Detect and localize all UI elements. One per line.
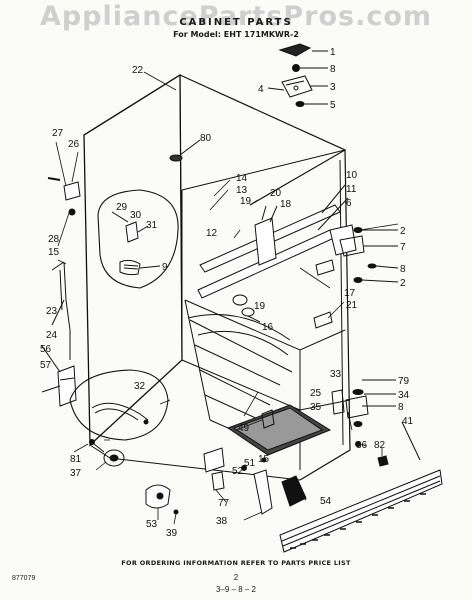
- callout-8: 8: [400, 264, 406, 275]
- watermark: AppliancePartsPros.com: [39, 1, 433, 32]
- callout-4: 4: [258, 84, 264, 95]
- callout-41: 41: [402, 416, 414, 427]
- callout-20: 20: [270, 188, 282, 199]
- callout-33: 33: [330, 369, 342, 380]
- callout-56: 56: [40, 344, 52, 355]
- callout-51: 51: [244, 458, 256, 469]
- callout-32: 32: [134, 381, 146, 392]
- model-subtitle: For Model: EHT 171MKWR-2: [173, 30, 299, 39]
- callout-10: 10: [346, 170, 358, 181]
- base-grille: [279, 469, 443, 553]
- callout-13: 13: [236, 185, 248, 196]
- callout-3: 3: [330, 82, 336, 93]
- callout-11: 11: [346, 184, 357, 195]
- leveling-leg-roller: [89, 439, 125, 467]
- right-base-hardware: [331, 379, 421, 467]
- callout-80: 80: [200, 133, 212, 144]
- callout-18: 18: [280, 199, 292, 210]
- callout-17: 17: [344, 288, 356, 299]
- drawing-number: 877079: [12, 575, 36, 582]
- callout-36: 36: [356, 440, 368, 451]
- callout-22: 22: [132, 65, 144, 76]
- callout-14: 14: [236, 173, 248, 184]
- callout-28: 28: [48, 234, 60, 245]
- callout-35: 35: [310, 402, 322, 413]
- callout-23: 23: [46, 306, 58, 317]
- drain-pan: [226, 404, 332, 456]
- top-plug: [169, 139, 201, 162]
- center-hinge-hardware: [339, 227, 399, 283]
- top-hinge-assembly: [267, 43, 328, 107]
- callout-26: 26: [68, 139, 80, 150]
- callout-34: 34: [398, 390, 410, 401]
- callout-30: 30: [130, 210, 142, 221]
- detail-bubble-heater: [69, 369, 169, 441]
- page-number: 2: [233, 573, 239, 582]
- callout-5: 5: [330, 100, 336, 111]
- callout-19: 19: [254, 301, 266, 312]
- callout-19: 19: [240, 196, 252, 207]
- callout-labels: 1 8 3 4 5 22 27 26 80 14 13 10 11 6 20 1…: [40, 47, 414, 539]
- callout-15: 15: [258, 454, 270, 465]
- callout-25: 25: [310, 388, 322, 399]
- leader-lines: [55, 71, 399, 525]
- callout-2: 2: [400, 278, 406, 289]
- callout-37: 37: [70, 468, 82, 479]
- callout-49: 49: [238, 423, 250, 434]
- callout-24: 24: [46, 330, 58, 341]
- center-rail-assembly: [197, 184, 357, 329]
- callout-54: 54: [320, 496, 332, 507]
- ordering-note: FOR ORDERING INFORMATION REFER TO PARTS …: [121, 559, 351, 567]
- left-wiring-harness: [41, 177, 81, 407]
- callout-8: 8: [398, 402, 404, 413]
- callout-38: 38: [216, 516, 228, 527]
- lower-center-parts: [145, 409, 307, 515]
- callout-7: 7: [400, 242, 406, 253]
- callout-77: 77: [218, 498, 230, 509]
- callout-8: 8: [330, 64, 336, 75]
- detail-bubble-switch: [97, 189, 179, 289]
- callout-15: 15: [48, 247, 60, 258]
- callout-29: 29: [116, 202, 128, 213]
- callout-16: 16: [262, 322, 274, 333]
- callout-82: 82: [374, 440, 386, 451]
- callout-1: 1: [330, 47, 336, 58]
- callout-6: 6: [346, 198, 352, 209]
- diagram-title: CABINET PARTS: [179, 17, 293, 28]
- callout-52: 52: [232, 466, 244, 477]
- callout-39: 39: [166, 528, 178, 539]
- callout-57: 57: [40, 360, 52, 371]
- callout-12: 12: [206, 228, 218, 239]
- callout-2: 2: [400, 226, 406, 237]
- callout-53: 53: [146, 519, 158, 530]
- date-code: 3–9 – 8 – 2: [215, 585, 257, 594]
- callout-27: 27: [52, 128, 64, 139]
- callout-9: 9: [162, 262, 168, 273]
- callout-81: 81: [70, 454, 82, 465]
- cabinet-plugs: [232, 205, 278, 323]
- callout-79: 79: [398, 376, 410, 387]
- callout-21: 21: [346, 300, 358, 311]
- callout-31: 31: [146, 220, 158, 231]
